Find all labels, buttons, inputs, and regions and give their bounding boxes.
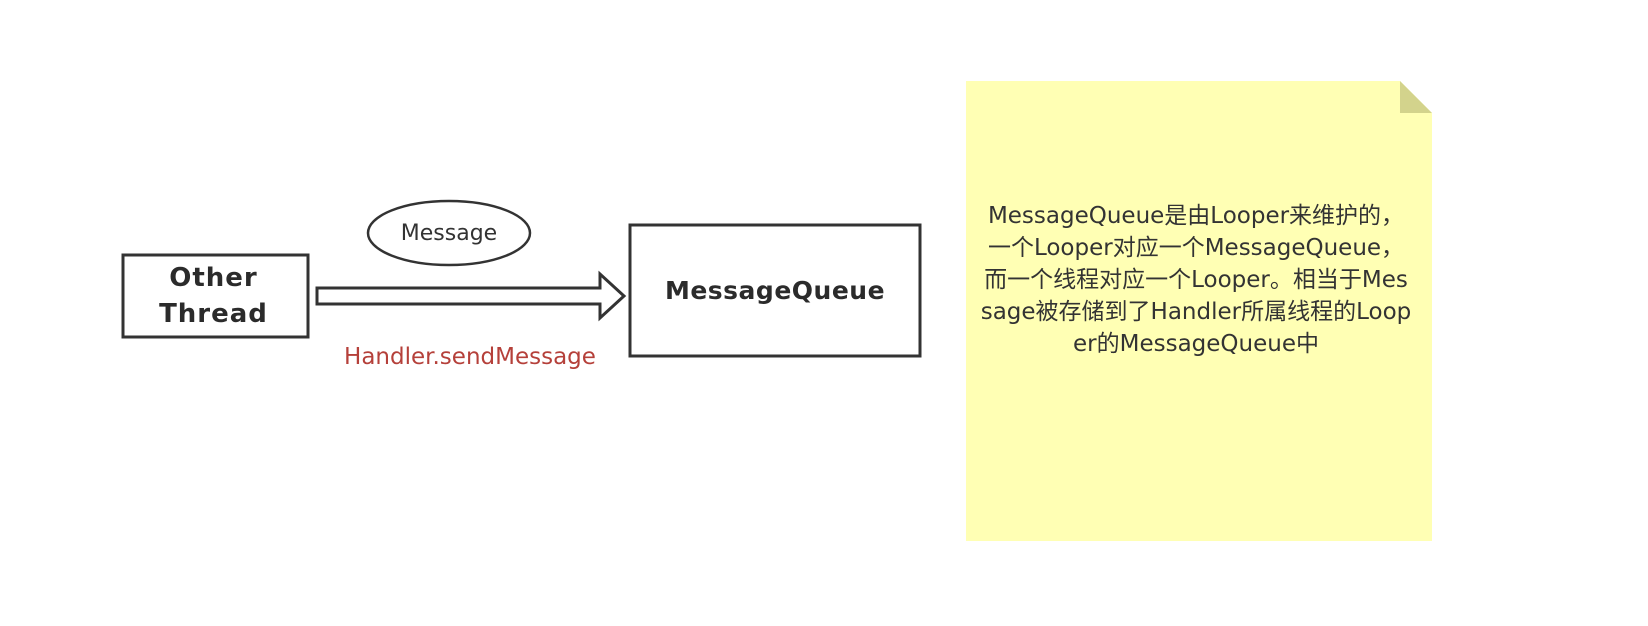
- message-queue-label: MessageQueue: [664, 275, 886, 305]
- other-thread-box[interactable]: [121, 253, 310, 339]
- send-message-label: Handler.sendMessage: [344, 344, 596, 370]
- message-queue-box[interactable]: [628, 223, 922, 358]
- send-arrow[interactable]: [315, 270, 627, 322]
- message-ellipse[interactable]: [366, 199, 532, 267]
- message-label: Message: [400, 220, 498, 246]
- note-text: MessageQueue是由Looper来维护的，一个Looper对应一个Mes…: [980, 203, 1412, 357]
- other-thread-label: Other Thread: [159, 263, 268, 329]
- note-fold: [1400, 81, 1432, 113]
- note-shape[interactable]: [966, 81, 1432, 541]
